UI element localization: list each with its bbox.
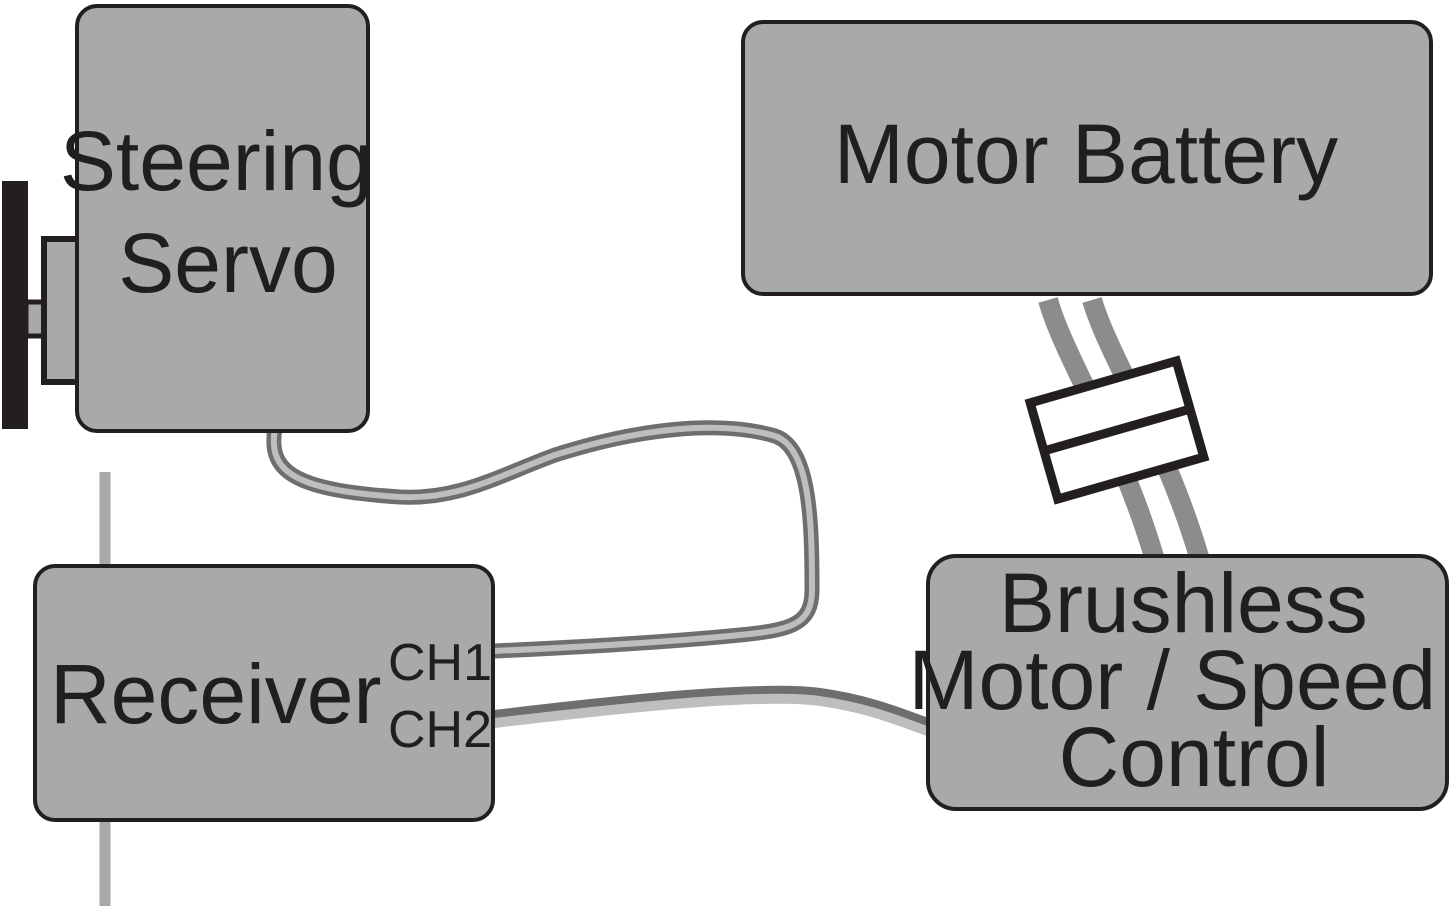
receiver-ch2-label: CH2 (388, 701, 492, 759)
steering-servo-box (75, 4, 370, 433)
steering-servo-label-line1: Steering (60, 114, 373, 208)
servo-mount-tab (41, 236, 81, 385)
battery-connector (1024, 355, 1210, 505)
receiver-ch1-label: CH1 (388, 634, 492, 692)
receiver-label: Receiver (50, 647, 381, 741)
servo-cable (266, 420, 820, 659)
motor-battery-box (741, 20, 1433, 296)
steering-servo-label-line2: Servo (118, 216, 337, 310)
esc-box (926, 554, 1449, 811)
esc-label-line3: Control (1059, 710, 1330, 804)
esc-label-line2: Motor / Speed (909, 633, 1437, 727)
receiver-box (33, 564, 495, 822)
esc-label-line1: Brushless (999, 556, 1368, 650)
throttle-cable (486, 685, 936, 736)
svg-text:Brushless Motor / Speed: Brushless Motor / Speed Control (909, 556, 1454, 804)
svg-text:Steering Servo: Steering Servo (60, 114, 396, 310)
motor-battery-label: Motor Battery (834, 107, 1338, 201)
